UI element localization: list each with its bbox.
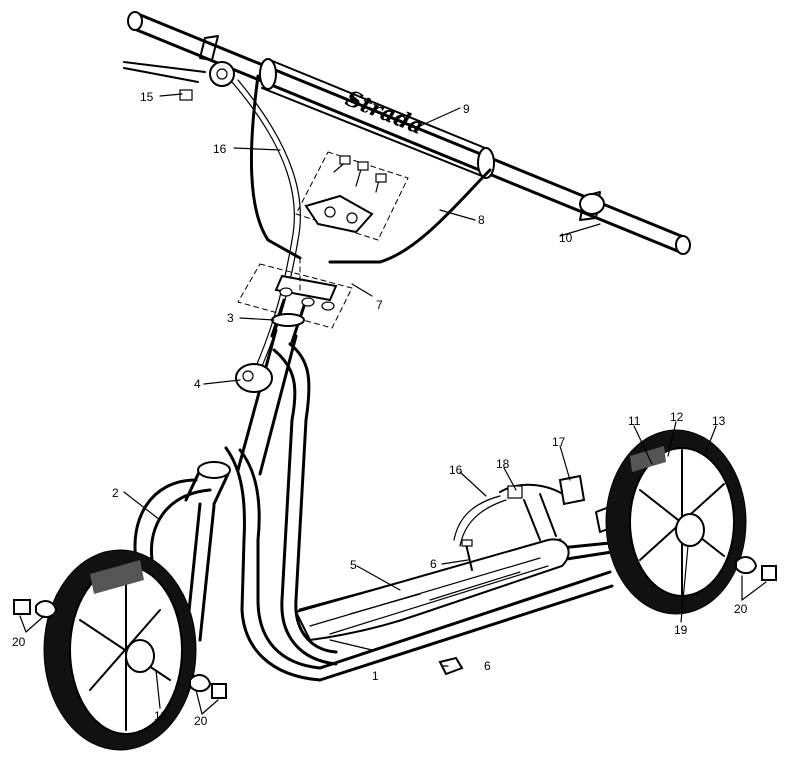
callout-10: 10 [559,231,573,245]
stem [235,298,306,476]
callout-3: 3 [227,311,234,325]
callout-19-front: 19 [154,709,168,723]
callout-20-left: 20 [12,635,26,649]
callout-16-lower: 16 [449,463,463,477]
rear-brake [453,474,586,547]
callout-20-front: 20 [194,714,208,728]
callout-7: 7 [376,298,383,312]
callout-20-right: 20 [734,602,748,616]
brake-cable-upper [231,81,295,381]
brake-cable-upper-2 [237,79,301,381]
callout-6-bottom: 6 [484,659,491,673]
callout-15: 15 [140,90,154,104]
callout-1: 1 [372,669,379,683]
handlebar [127,11,691,264]
deck [294,538,570,642]
callout-6-top: 6 [430,557,437,571]
callout-2: 2 [112,486,119,500]
rear-wheel [605,429,747,615]
callout-8: 8 [478,213,485,227]
callout-17: 17 [552,435,566,449]
hardware [13,539,777,699]
leader-lines [19,93,767,715]
callout-9: 9 [463,102,470,116]
callout-18: 18 [496,457,510,471]
callout-13: 13 [712,414,726,428]
callout-5: 5 [350,558,357,572]
brake-lever [123,61,235,101]
callout-4: 4 [194,377,201,391]
callout-12: 12 [670,410,684,424]
front-wheel [43,549,197,751]
callouts: 1 2 3 4 5 6 6 7 8 9 10 11 12 13 15 16 16… [12,90,748,728]
clamp-assembly [237,151,409,329]
callout-16-upper: 16 [213,142,227,156]
callout-19-rear: 19 [674,623,688,637]
callout-11: 11 [628,414,641,428]
